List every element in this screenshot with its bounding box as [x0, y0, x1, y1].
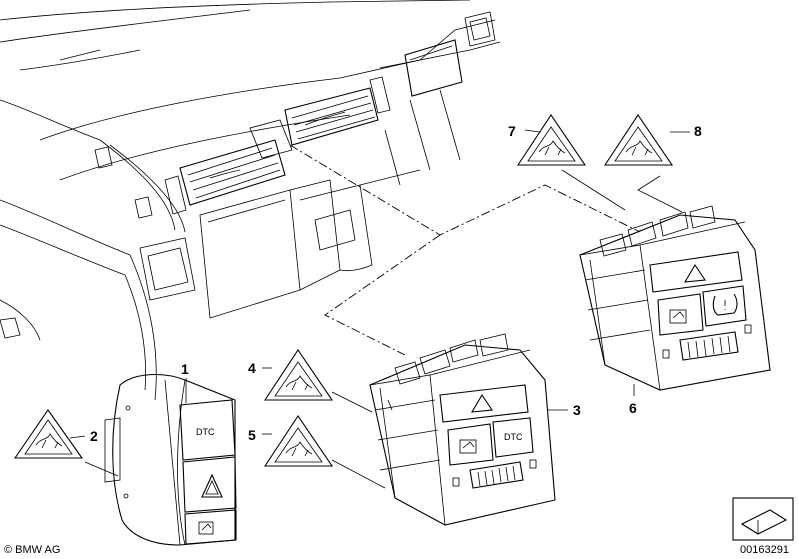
dtc-label-panel: DTC [504, 432, 523, 442]
door-lock-icon [669, 309, 687, 324]
warning-triangle-icon [625, 140, 653, 156]
tire-pressure-icon [712, 293, 738, 316]
warning-triangle-4 [263, 349, 334, 401]
callout-4: 4 [248, 360, 256, 376]
callout-numbers: 1 2 3 4 5 6 7 8 [90, 123, 702, 444]
warning-triangle-icon [285, 441, 313, 457]
callout-5: 5 [248, 427, 256, 443]
warning-triangle-2 [13, 409, 84, 459]
view-orientation-icon [732, 497, 794, 541]
warning-triangle-icon [285, 375, 313, 391]
switch-panel-centre: DTC [369, 333, 556, 526]
part-number-text: 00163291 [740, 544, 789, 556]
assembly-lines [289, 144, 641, 356]
callout-2: 2 [90, 428, 98, 444]
leader-lines [69, 129, 690, 489]
door-lock-icon [198, 521, 214, 535]
callout-8: 8 [694, 123, 702, 139]
warning-triangle-icon [538, 140, 566, 156]
warning-triangle-icon [35, 433, 63, 449]
warning-triangle-7 [516, 114, 587, 166]
copyright-text: © BMW AG [4, 544, 60, 556]
callout-1: 1 [181, 361, 189, 377]
footer: © BMW AG 00163291 [4, 497, 794, 556]
door-lock-icon [459, 439, 477, 454]
dashboard-view-icon [0, 0, 501, 401]
switch-block-dtc: DTC [104, 373, 237, 546]
warning-triangle-8 [603, 114, 674, 166]
callout-7: 7 [508, 123, 516, 139]
callout-6: 6 [629, 400, 637, 416]
dtc-label-small: DTC [196, 427, 215, 437]
hazard-triangle-icon [683, 263, 706, 283]
hazard-triangle-icon [201, 473, 223, 498]
switch-panel-right [579, 205, 771, 391]
callout-3: 3 [573, 402, 581, 418]
hazard-triangle-icon [470, 393, 493, 413]
warning-triangle-5 [263, 415, 334, 467]
